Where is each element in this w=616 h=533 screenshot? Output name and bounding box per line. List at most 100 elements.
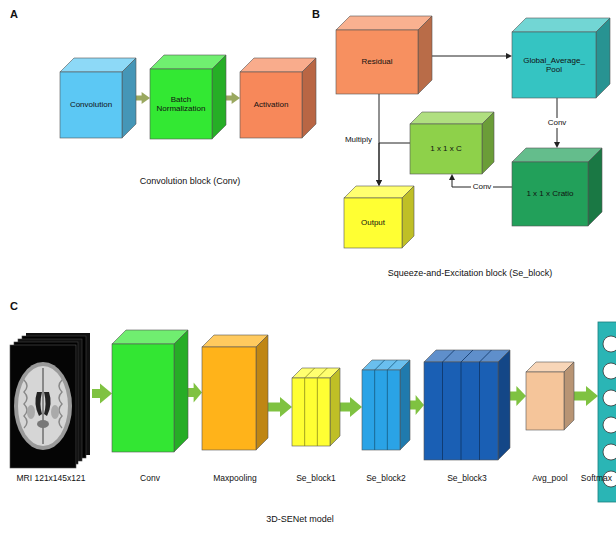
- layer-label: 1 x 1 x C: [410, 124, 482, 174]
- layer-caption: Softmax: [581, 474, 612, 483]
- box-side: [596, 18, 610, 98]
- box-front: [362, 370, 400, 450]
- slice-line: [387, 370, 388, 450]
- node-outline: [112, 330, 188, 452]
- excitation-block: 1 x 1 x C: [410, 112, 494, 174]
- slice-line: [375, 360, 385, 370]
- flow-arrow: [340, 397, 362, 417]
- neuron: [603, 363, 616, 379]
- box-front: [410, 124, 482, 174]
- box-side: [588, 148, 602, 226]
- box-side: [212, 55, 226, 139]
- slice-line: [317, 378, 318, 446]
- edge-label: Conv: [471, 182, 494, 191]
- box-side: [256, 335, 268, 450]
- box-front: [292, 378, 330, 446]
- arrow-head: [586, 386, 598, 406]
- box-side: [400, 360, 410, 450]
- maxpool-layer: Maxpooling: [202, 335, 268, 450]
- slice-line: [305, 368, 315, 378]
- mri-input: MRI 121x145x121: [10, 335, 92, 470]
- flow-arrow: [432, 53, 512, 59]
- neuron: [603, 417, 616, 433]
- flow-arrow: [136, 92, 150, 104]
- box-side: [330, 368, 340, 446]
- arrow-head: [100, 384, 112, 404]
- layer-caption: Avg_pool: [532, 474, 567, 483]
- layer-caption: Se_block3: [447, 474, 487, 483]
- layer-label: Residual: [336, 30, 418, 94]
- box-front: [112, 344, 174, 452]
- slice-line: [387, 360, 397, 370]
- layer-caption: Maxpooling: [213, 474, 256, 483]
- panel-caption: 3D-SENet model: [266, 514, 334, 524]
- arrow-head: [416, 395, 424, 415]
- connector-line: [432, 56, 507, 57]
- arrow-head: [194, 383, 202, 403]
- box-top: [336, 16, 432, 30]
- residual-block: Residual: [336, 16, 432, 94]
- edge-label: Conv: [546, 118, 569, 127]
- panel-letter: C: [10, 300, 18, 313]
- slice-line: [480, 350, 492, 362]
- node-outline: [410, 112, 494, 174]
- flow-arrow: [188, 383, 202, 403]
- conv-layer: Conv: [112, 330, 188, 452]
- box-front: [240, 72, 302, 138]
- box-side: [564, 362, 574, 430]
- layer-label: Activation: [240, 72, 302, 138]
- brain-slice: [14, 362, 72, 450]
- box-front: [150, 69, 212, 139]
- layer-label: 1 x 1 x Cratio: [512, 162, 588, 226]
- box-front: [424, 362, 498, 460]
- flow-arrow: [376, 143, 410, 186]
- node-outline: [60, 58, 136, 138]
- box-side: [302, 58, 316, 138]
- convolution-layer: Convolution: [60, 58, 136, 138]
- box-front: [344, 198, 402, 248]
- slice-line: [461, 362, 462, 460]
- slice-line: [442, 362, 443, 460]
- box-top: [512, 18, 610, 32]
- box-side: [418, 16, 432, 94]
- slice-line: [317, 368, 327, 378]
- flow-arrow: [376, 94, 382, 186]
- se-block: Se_block2: [362, 360, 410, 450]
- node-outline: [292, 368, 340, 446]
- box-front: [526, 372, 564, 430]
- edge-label: Multiply: [343, 135, 374, 144]
- layer-caption: Se_block2: [366, 474, 406, 483]
- node-outline: [362, 360, 410, 450]
- activation-layer: Activation: [240, 58, 316, 138]
- mri-slices: [10, 333, 90, 468]
- se-block: Se_block1: [292, 368, 340, 446]
- se-block: Se_block3: [424, 350, 510, 460]
- box-top: [410, 112, 494, 124]
- box-side: [482, 112, 494, 174]
- arrow-head: [232, 92, 240, 104]
- node-outline: [202, 335, 268, 450]
- layer-label: Convolution: [60, 72, 122, 138]
- flow-arrow: [410, 395, 424, 415]
- flow-arrow: [92, 384, 112, 404]
- panel-caption: Squeeze-and-Excitation block (Se_block): [388, 268, 553, 278]
- box-side: [498, 350, 510, 460]
- box-side: [174, 330, 188, 452]
- neuron: [603, 336, 616, 352]
- arrow-head: [506, 53, 512, 59]
- box-front: [512, 162, 588, 226]
- layer-label: Output: [344, 198, 402, 248]
- batchnorm-layer: Batch Normalization: [150, 55, 226, 139]
- node-outline: [240, 58, 316, 138]
- box-front: [60, 72, 122, 138]
- arrow-head: [142, 92, 150, 104]
- panel-letter: B: [312, 8, 320, 21]
- arrow-head: [449, 174, 455, 180]
- box-front: [202, 347, 256, 450]
- panel-caption: Convolution block (Conv): [140, 176, 241, 186]
- layer-caption: Se_block1: [296, 474, 336, 483]
- arrow-head: [350, 397, 362, 417]
- node-outline: [336, 16, 432, 94]
- output-block: Output: [344, 186, 414, 248]
- slice-line: [443, 350, 455, 362]
